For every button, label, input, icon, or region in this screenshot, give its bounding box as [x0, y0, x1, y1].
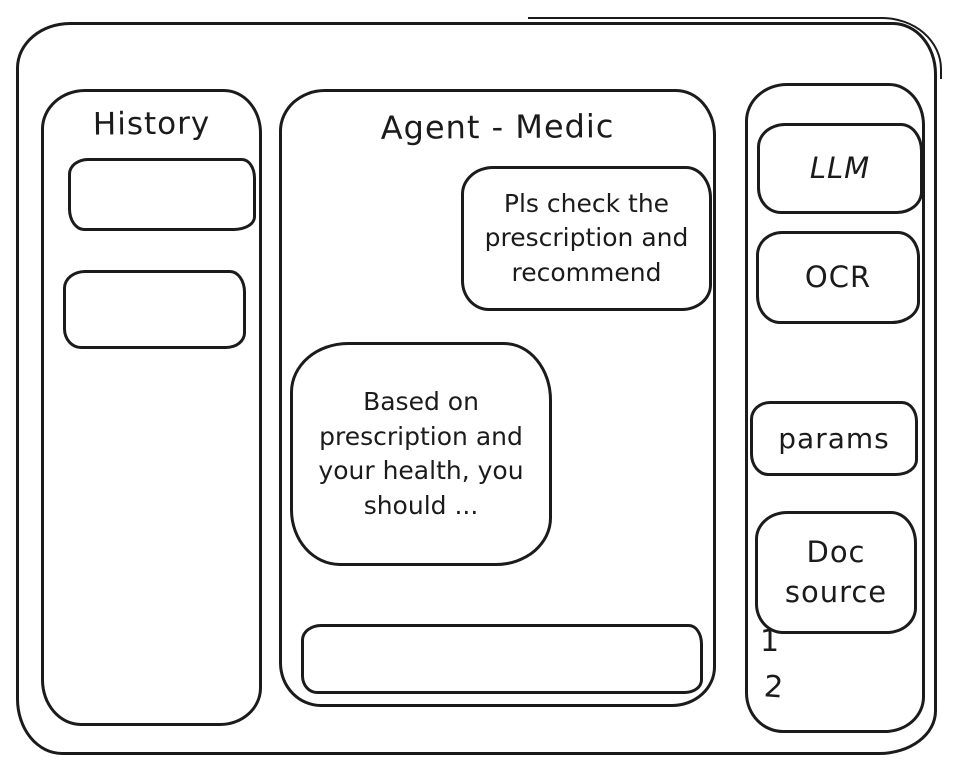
doc-source-button[interactable]: Doc source [755, 511, 917, 634]
history-title: History [92, 105, 211, 143]
llm-button[interactable]: LLM [757, 123, 923, 214]
doc-source-item-1[interactable]: 1 [760, 624, 780, 659]
doc-source-item-2[interactable]: 2 [762, 669, 785, 706]
ocr-button-label: OCR [804, 259, 872, 294]
message-input[interactable] [301, 624, 703, 694]
agent-message-bubble: Based on prescription and your health, y… [290, 342, 552, 566]
doc-source-button-label: Doc source [784, 535, 888, 609]
user-message-text: Pls check the prescription and recommend [484, 188, 689, 287]
tools-panel: LLM OCR params Doc source 1 2 [745, 83, 925, 733]
agent-message-text: Based on prescription and your health, y… [318, 387, 524, 520]
ocr-button[interactable]: OCR [756, 231, 920, 324]
app-frame: History Agent - Medic Pls check the pres… [16, 17, 942, 755]
llm-button-label: LLM [809, 150, 871, 185]
history-panel: History [41, 89, 262, 726]
chat-panel: Agent - Medic Pls check the prescription… [279, 89, 716, 707]
chat-title: Agent - Medic [380, 107, 615, 147]
history-item[interactable] [63, 270, 246, 349]
user-message-bubble: Pls check the prescription and recommend [461, 166, 712, 311]
history-item[interactable] [68, 158, 256, 231]
params-button-label: params [778, 421, 890, 455]
params-button[interactable]: params [750, 401, 918, 476]
